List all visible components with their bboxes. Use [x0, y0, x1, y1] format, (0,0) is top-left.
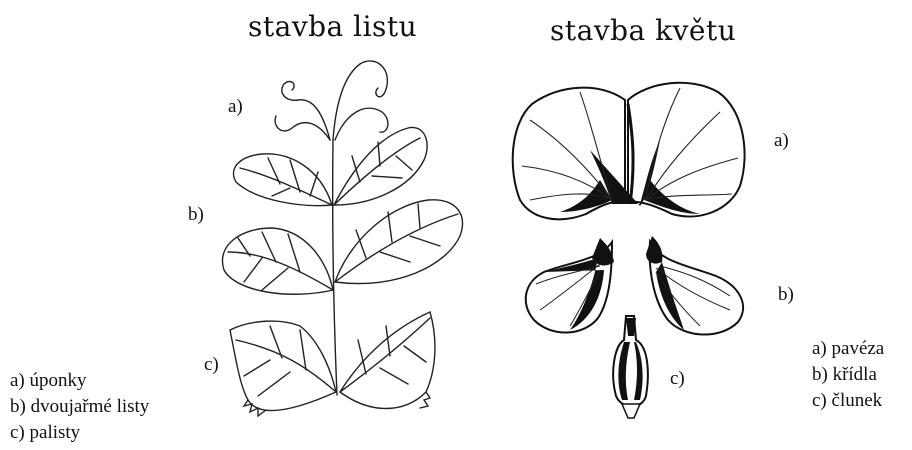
leaflet-upper-right [334, 127, 427, 205]
flower-label-c: c) [670, 368, 685, 390]
stipule-right [340, 312, 435, 409]
stem [333, 140, 337, 395]
flower-structure-title: stavba květu [550, 14, 736, 47]
flower-label-a: a) [774, 130, 789, 152]
flower-legend-item-c: c) člunek [812, 388, 884, 414]
standard-petal [513, 83, 745, 220]
flower-legend-item-a: a) pavéza [812, 336, 884, 362]
leaf-label-b: b) [188, 204, 204, 226]
leaflet-middle-left [222, 228, 333, 294]
leaf-legend-item-a: a) úponky [10, 368, 149, 394]
leaf-legend: a) úponky b) dvoujařmé listy c) palisty [10, 368, 149, 446]
leaf-structure-title: stavba listu [248, 10, 417, 43]
leaf-legend-item-c: c) palisty [10, 420, 149, 446]
keel-petal [613, 316, 648, 418]
leaf-legend-item-b: b) dvoujařmé listy [10, 394, 149, 420]
leaflet-middle-right [335, 200, 462, 284]
flower-legend: a) pavéza b) křídla c) člunek [812, 336, 884, 414]
flower-label-b: b) [778, 284, 794, 306]
leaflet-upper-left [234, 154, 332, 206]
pea-flower-drawing [513, 83, 745, 418]
tendrils [275, 61, 388, 140]
leaf-label-c: c) [204, 354, 219, 376]
pea-leaf-drawing [222, 61, 462, 416]
flower-legend-item-b: b) křídla [812, 362, 884, 388]
stipule-left [230, 321, 336, 416]
leaf-label-a: a) [228, 96, 243, 118]
